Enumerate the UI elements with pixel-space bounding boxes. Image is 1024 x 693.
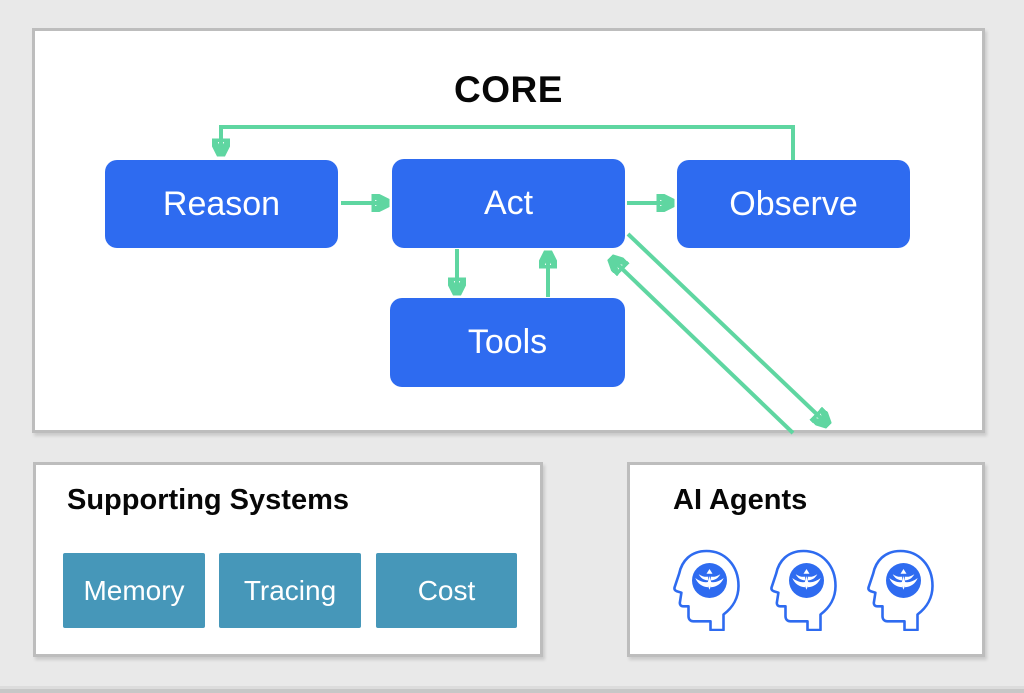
core-title: CORE (454, 69, 563, 110)
node-observe: Observe (677, 160, 910, 248)
ai-agents-panel: AI Agents (627, 462, 985, 657)
supporting-systems-panel: Supporting Systems Memory Tracing Cost (33, 462, 543, 657)
agent-head-icon (770, 543, 842, 631)
supporting-systems-title: Supporting Systems (67, 484, 349, 516)
agent-head-icon (867, 543, 939, 631)
chip-memory-label: Memory (83, 574, 185, 606)
chip-tracing: Tracing (219, 553, 361, 628)
chip-memory: Memory (63, 553, 205, 628)
window-bottom-edge-dark (0, 689, 1024, 693)
chip-cost: Cost (376, 553, 517, 628)
node-act-label: Act (483, 184, 534, 222)
node-observe-label: Observe (729, 184, 858, 223)
chip-cost-label: Cost (417, 574, 476, 606)
node-tools: Tools (390, 298, 625, 387)
agent-head-icon (673, 543, 745, 631)
node-tools-label: Tools (467, 323, 548, 361)
window-bottom-edge-light (0, 686, 1024, 689)
agent-heads-row (673, 543, 939, 631)
core-panel: CORE Reason Act Observe Tools (32, 28, 985, 433)
node-act: Act (392, 159, 625, 248)
node-reason-label: Reason (162, 184, 281, 223)
chip-tracing-label: Tracing (243, 574, 337, 606)
ai-agents-title: AI Agents (673, 484, 808, 516)
node-reason: Reason (105, 160, 338, 248)
